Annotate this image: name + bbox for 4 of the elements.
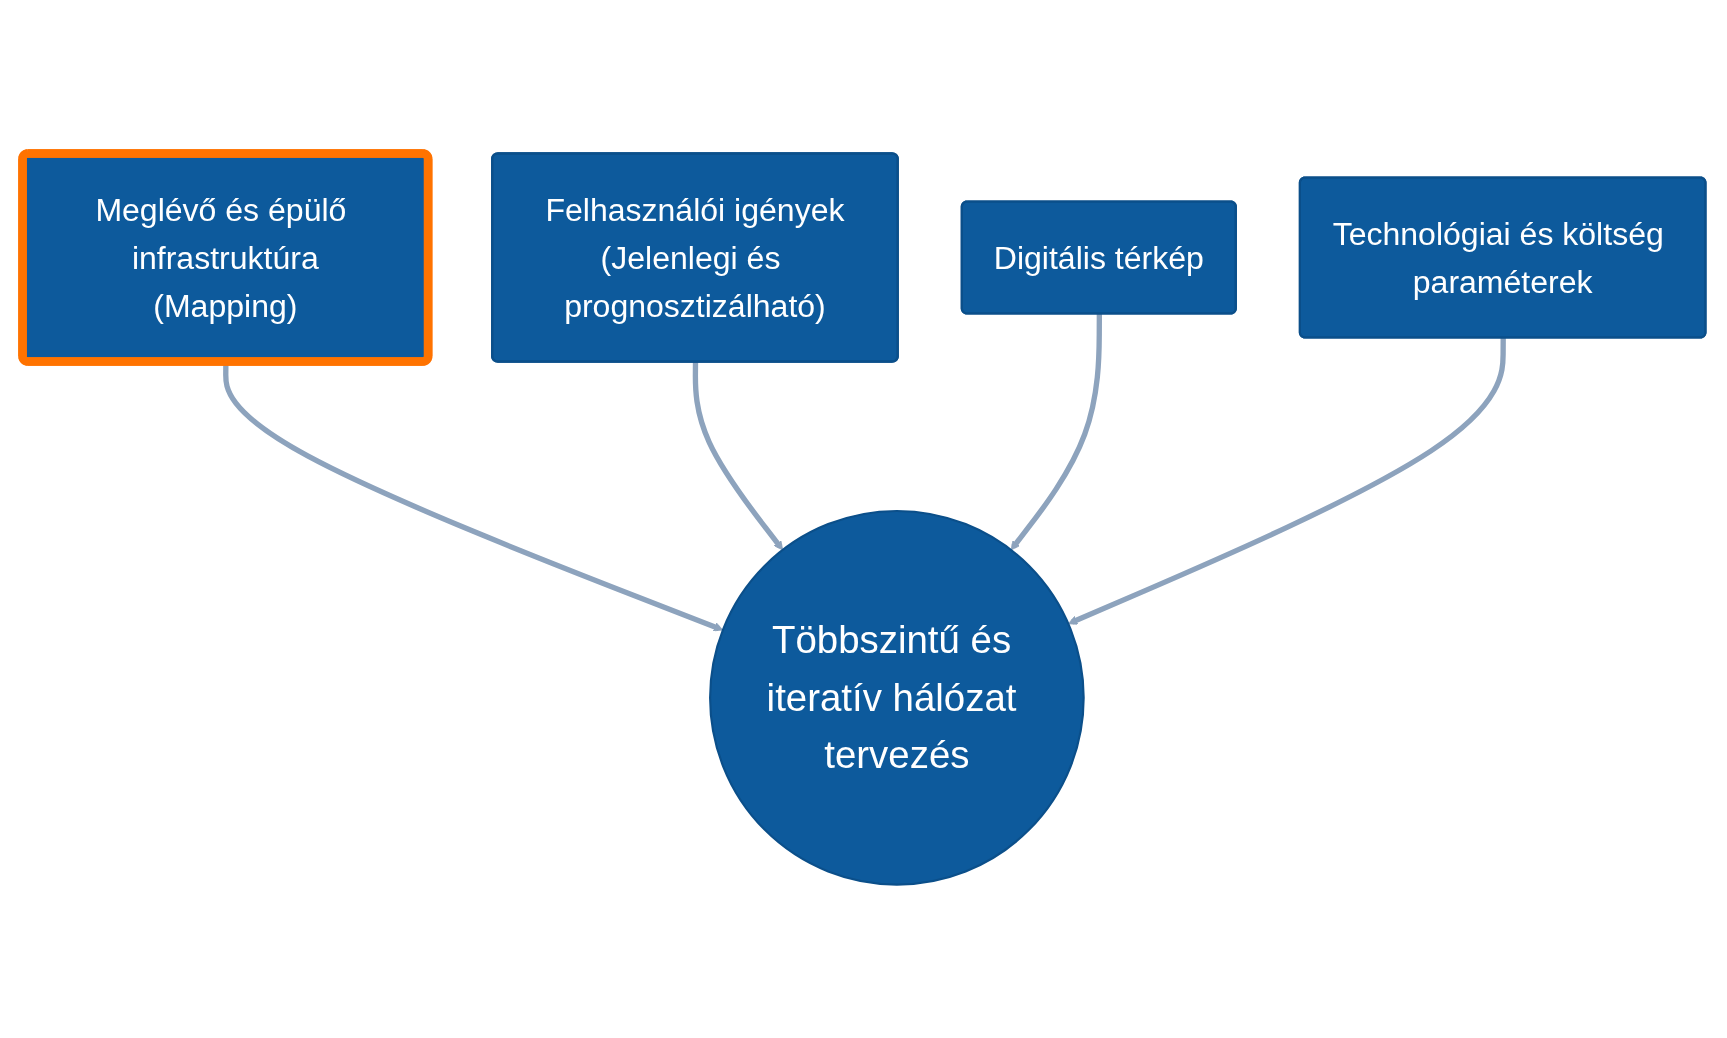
arrow xyxy=(1067,338,1506,625)
node-circle: Többszintű és iteratív hálózat tervezés xyxy=(708,509,1085,886)
arrow xyxy=(1010,314,1102,551)
arrow xyxy=(692,362,783,551)
